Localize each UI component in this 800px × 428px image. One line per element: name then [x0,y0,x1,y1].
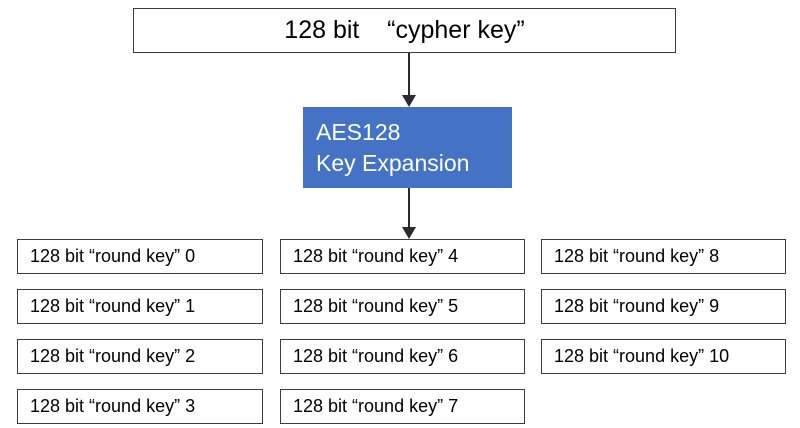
round-key-box-3: 128 bit “round key” 3 [17,389,263,424]
arrow-head [402,95,416,107]
round-key-box-5: 128 bit “round key” 5 [280,289,525,324]
round-key-box-9: 128 bit “round key” 9 [541,289,786,324]
aes128-label: AES128 [316,119,401,146]
cypher-key-spacer [359,16,387,45]
round-key-box-7: 128 bit “round key” 7 [280,389,525,424]
aes128-key-expansion-box: AES128 Key Expansion [303,107,512,188]
round-key-box-4: 128 bit “round key” 4 [280,239,525,274]
round-key-box-1: 128 bit “round key” 1 [17,289,263,324]
cypher-key-label: “cypher key” [387,16,525,45]
arrow-down-icon-expansion-to-round-keys [400,188,418,239]
arrow-head [402,227,416,239]
round-key-box-0: 128 bit “round key” 0 [17,239,263,274]
round-key-box-6: 128 bit “round key” 6 [280,339,525,374]
round-key-box-10: 128 bit “round key” 10 [541,339,786,374]
arrow-down-icon-cypher-to-expansion [400,53,418,107]
arrow-shaft [408,53,410,95]
cypher-key-text: 128 bit “cypher key” [284,16,524,45]
cypher-key-box: 128 bit “cypher key” [133,8,676,53]
cypher-key-bits: 128 bit [284,16,360,45]
round-key-box-8: 128 bit “round key” 8 [541,239,786,274]
round-key-box-2: 128 bit “round key” 2 [17,339,263,374]
key-expansion-label: Key Expansion [316,149,470,176]
arrow-shaft [408,188,410,227]
